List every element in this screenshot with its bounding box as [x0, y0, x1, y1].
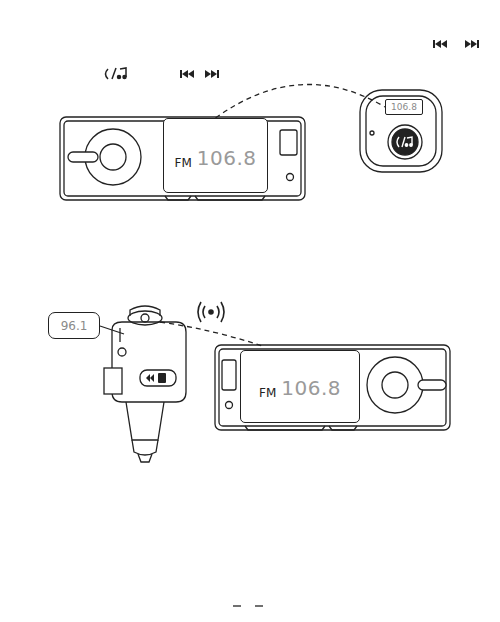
signal-line	[160, 322, 262, 346]
band-label: FM	[259, 386, 276, 400]
frequency-readout: 106.8	[197, 146, 257, 170]
car-charger	[100, 306, 186, 462]
frequency-readout: 106.8	[281, 376, 341, 400]
frequency-readout: 96.1	[61, 319, 88, 333]
page-marks	[233, 605, 263, 606]
car-radio	[60, 117, 305, 200]
pairing-link	[216, 84, 386, 118]
phone-music-icon	[106, 68, 127, 79]
radio-screen: FM 106.8	[163, 118, 268, 193]
frequency-readout: 106.8	[391, 102, 417, 112]
prev-next-icons	[180, 40, 479, 78]
car-radio	[215, 345, 450, 430]
radio-screen: FM 106.8	[240, 350, 360, 423]
band-label: FM	[174, 156, 191, 170]
display-callout: 96.1	[48, 312, 100, 339]
fm-controller	[360, 90, 442, 172]
radio-wave-icon	[198, 302, 224, 322]
device-display: 106.8	[385, 99, 423, 115]
